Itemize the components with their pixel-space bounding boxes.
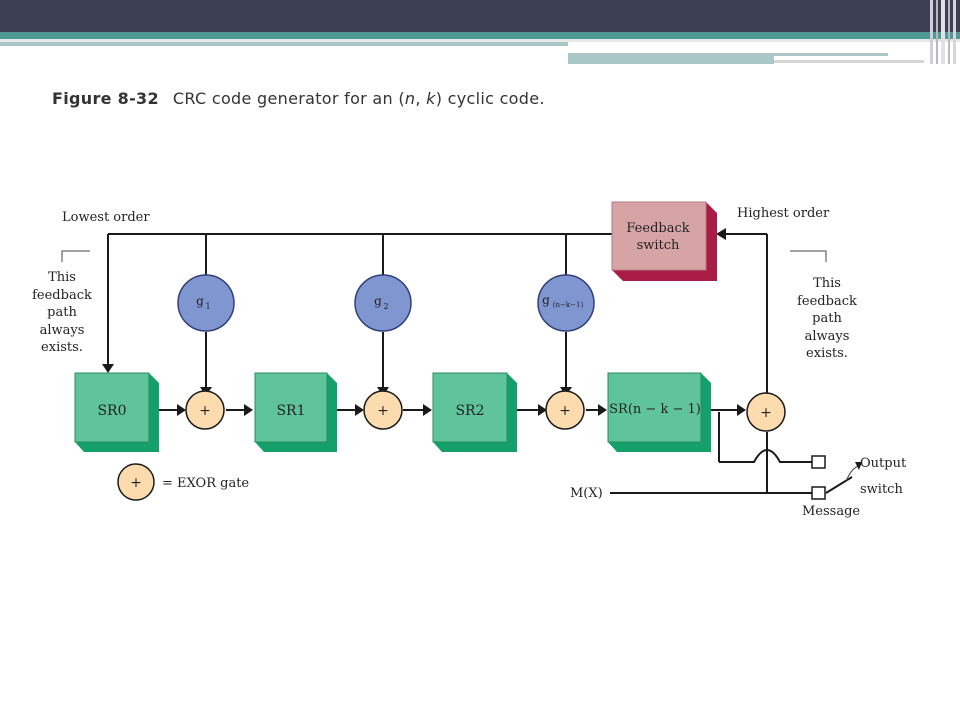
feedback-switch-label-2: switch [637,238,680,253]
xor-gate-output: + [746,392,786,432]
output-contact [811,455,826,469]
caption-text-end: ) cyclic code. [435,89,545,108]
legend-label: = EXOR gate [162,476,249,491]
register-label: SR0 [97,403,126,419]
coefficient-g-n-k-1: g (n−k−1) [537,274,595,332]
svg-text:path: path [812,311,842,326]
svg-text:always: always [805,329,850,344]
caption-n: n [404,89,416,108]
coefficient-base: g [196,294,204,308]
switch-label: switch [860,482,903,497]
coefficient-subscript: 1 [205,302,210,311]
caption-k: k [426,89,436,108]
feedback-switch-label-1: Feedback [626,221,689,236]
header-accent-lines [0,0,960,64]
switch-pointer-arrow [855,462,862,470]
coefficient-subscript: 2 [383,302,388,311]
caption-text-start: CRC code generator for an ( [172,89,405,108]
xor-gate-1: + [185,390,225,430]
coefficient-g2: g 2 [354,274,412,332]
right-feedback-note: This feedback path always exists. [797,276,857,361]
svg-text:exists.: exists. [806,346,848,361]
coefficient-subscript: (n−k−1) [553,301,584,309]
figure-caption: Figure 8-32 CRC code generator for an (n,… [52,89,545,108]
coefficient-g1: g 1 [177,274,235,332]
message-contact [811,486,826,500]
caption-comma: , [415,89,427,108]
wiring [107,233,853,494]
label-pointers [61,250,859,483]
figure-label: Figure 8-32 [52,89,159,108]
svg-text:feedback: feedback [32,288,92,303]
svg-text:exists.: exists. [41,340,83,355]
register-label: SR2 [455,403,484,419]
coefficient-base: g [542,293,550,307]
output-label: Output [860,456,907,471]
svg-text:always: always [40,323,85,338]
svg-text:feedback: feedback [797,294,857,309]
xor-gate-3: + [545,390,585,430]
svg-text:This: This [48,270,76,285]
register-sr2: SR2 [432,372,517,452]
register-label: SR1 [276,403,305,419]
slide-header-bar [0,0,960,32]
legend-exor: + = EXOR gate [117,463,249,501]
svg-text:This: This [813,276,841,291]
coefficient-base: g [374,294,382,308]
xor-symbol: + [199,403,211,419]
xor-symbol: + [760,405,772,421]
register-sr1: SR1 [254,372,337,452]
register-sr0: SR0 [74,372,159,452]
register-label: SR(n − k − 1) [609,402,701,417]
highest-order-label: Highest order [737,206,830,221]
register-sr-n-k-1: SR(n − k − 1) [607,372,711,452]
xor-symbol: + [559,403,571,419]
feedback-switch: Feedback switch [611,201,717,281]
xor-gate-2: + [363,390,403,430]
message-input-label: M(X) [570,486,603,501]
xor-symbol: + [377,403,389,419]
svg-text:path: path [47,305,77,320]
left-feedback-note: This feedback path always exists. [32,270,92,355]
xor-symbol: + [130,475,142,491]
message-label: Message [802,504,860,519]
lowest-order-label: Lowest order [62,210,150,225]
